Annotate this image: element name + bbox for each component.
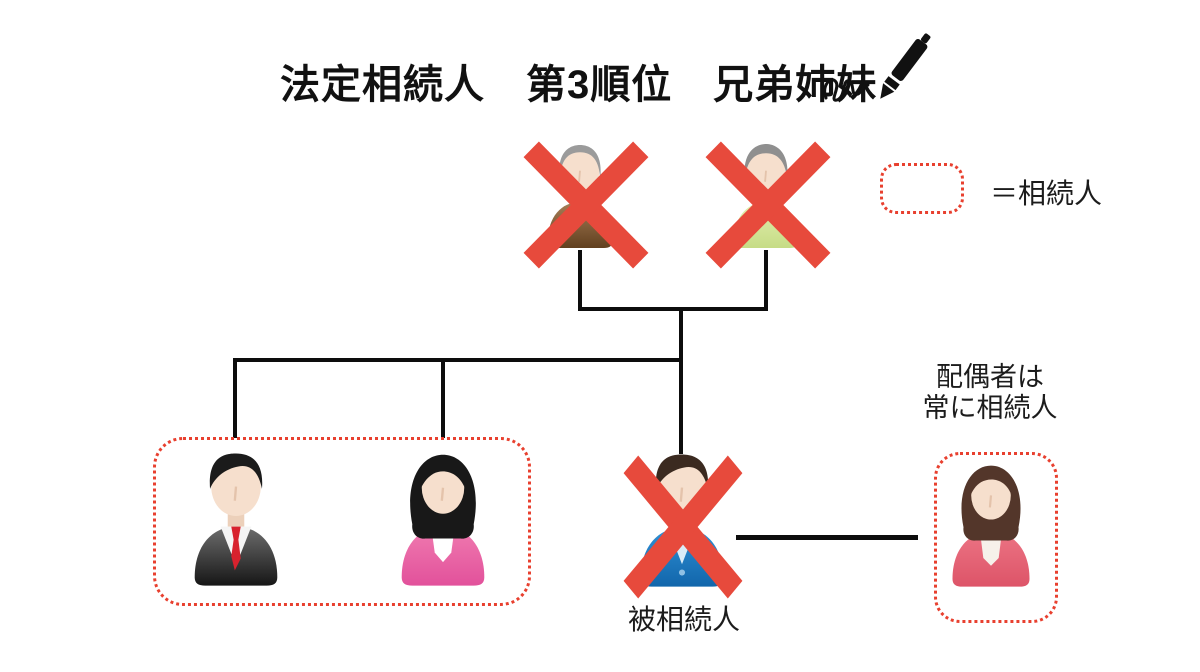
line-sister-down [441, 358, 445, 438]
line-siblings [233, 358, 683, 362]
mother-deceased-cross-icon [705, 141, 831, 269]
legend-heir-box-symbol [880, 163, 964, 214]
spouse-note-line2: 常に相続人 [922, 393, 1058, 423]
pen-signature-icon [823, 33, 931, 102]
node-sister [384, 451, 502, 587]
spouse-note: 配偶者は 常に相続人 [898, 362, 1082, 424]
father-deceased-cross-icon [523, 141, 649, 269]
line-mother-down [764, 250, 768, 310]
line-decedent-spouse [736, 535, 918, 540]
page-title: 法定相続人 第3順位 兄弟姉妹 [280, 63, 878, 107]
legend-label: ＝相続人 [990, 178, 1103, 209]
spouse-heir-box [934, 452, 1058, 623]
woman-rose-icon [952, 465, 1030, 587]
line-brother-down [233, 358, 237, 438]
man-gray-suit-icon [194, 453, 278, 586]
siblings-heir-box [153, 437, 531, 606]
woman-pink-icon [401, 454, 485, 586]
line-decedent-down [679, 358, 683, 454]
line-couple [578, 307, 768, 311]
decedent-deceased-cross-icon [623, 455, 743, 599]
spouse-note-line1: 配偶者は [936, 362, 1044, 392]
decedent-label: 被相続人 [627, 604, 740, 635]
node-spouse [936, 461, 1046, 588]
node-brother [177, 451, 295, 587]
line-father-down [578, 250, 582, 310]
line-couple-mid-down [679, 307, 683, 362]
